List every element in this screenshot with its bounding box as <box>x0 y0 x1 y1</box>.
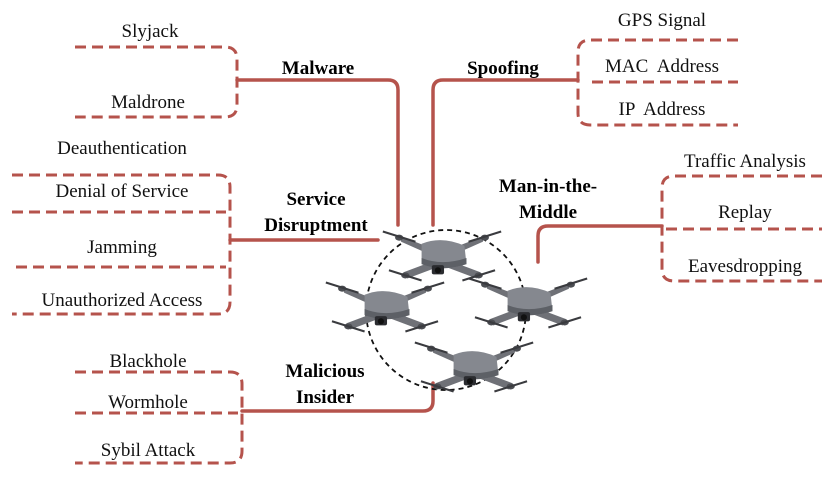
bracket-spoofing <box>576 38 738 127</box>
attack-deauthentication: Deauthentication <box>57 138 187 159</box>
attack-wormhole: Wormhole <box>108 392 188 413</box>
drone-icon <box>324 281 446 333</box>
connector-malware <box>235 78 400 227</box>
category-malware: Malware <box>282 58 354 79</box>
attack-maldrone: Maldrone <box>111 92 185 113</box>
attack-traffic-analysis: Traffic Analysis <box>684 151 806 172</box>
attack-sybil-attack: Sybil Attack <box>101 440 196 461</box>
connector-mitm <box>536 224 664 264</box>
connector-malicious-insider <box>240 381 435 413</box>
category-mitm-line2: Middle <box>519 202 577 223</box>
category-malicious-insider-line2: Insider <box>296 387 355 408</box>
bracket-malicious-insider <box>75 370 244 465</box>
drone-icon <box>381 230 503 282</box>
bracket-service-disruption <box>12 173 232 316</box>
attack-jamming: Jamming <box>87 237 157 258</box>
bracket-malware <box>75 45 239 119</box>
category-mitm-line1: Man-in-the- <box>499 176 597 197</box>
attack-mac-address: MAC Address <box>605 56 719 77</box>
attack-eavesdropping: Eavesdropping <box>688 256 802 277</box>
attack-replay: Replay <box>718 202 772 223</box>
attack-slyjack: Slyjack <box>122 21 179 42</box>
bracket-mitm <box>660 174 822 283</box>
drone-icon <box>413 341 535 393</box>
connector-spoofing <box>431 78 580 227</box>
category-service-disruption-line2: Disruptment <box>264 215 368 236</box>
category-service-disruption-line1: Service <box>286 189 345 210</box>
attack-denial-of-service: Denial of Service <box>56 181 189 202</box>
attack-unauthorized-access: Unauthorized Access <box>42 290 203 311</box>
attack-gps-signal: GPS Signal <box>618 10 706 31</box>
drone-icon <box>467 277 589 329</box>
category-spoofing: Spoofing <box>467 58 539 79</box>
attack-blackhole: Blackhole <box>109 351 186 372</box>
category-malicious-insider-line1: Malicious <box>285 361 364 382</box>
attack-ip-address: IP Address <box>619 99 706 120</box>
